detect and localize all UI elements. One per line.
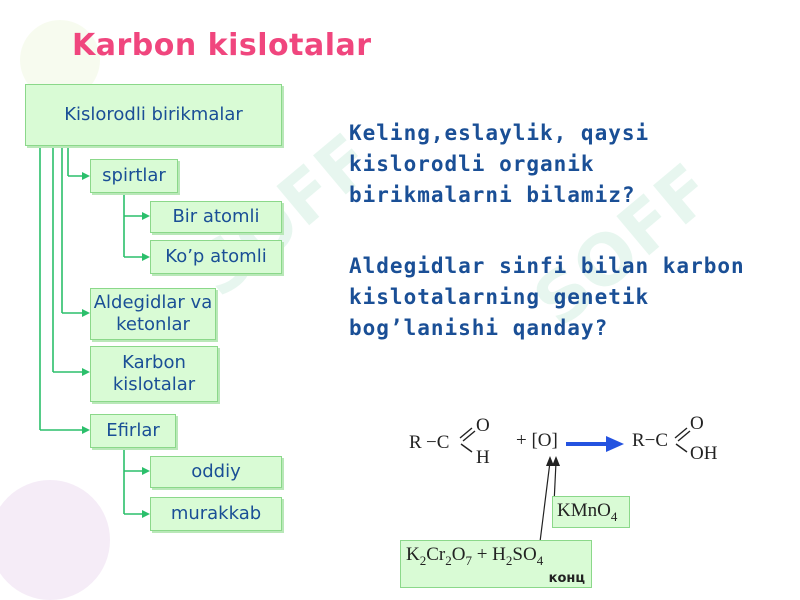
tree-bir-atomli-box: Bir atomli [150, 201, 282, 233]
sulfuric-so: SO [512, 544, 537, 565]
dichromate-k-sub: 2 [419, 553, 427, 568]
konc-label: конц [548, 571, 585, 586]
question-1: Keling,eslaylik, qaysi kislorodli organi… [349, 118, 649, 211]
reagent-kmno4-box: KMnO4 [552, 496, 630, 528]
tree-kop-atomli-box: Ko’p atomli [150, 240, 282, 274]
reaction-left-r: R [409, 432, 422, 453]
dichromate-o-sub: 7 [465, 553, 472, 568]
reaction-aldehyde-o: O [476, 415, 490, 436]
reaction-oxidant: + [O] [516, 430, 558, 451]
tree-connectors [39, 148, 150, 518]
reaction-left-c: −C [426, 432, 450, 453]
dichromate-cr-sub: 2 [445, 553, 452, 568]
question-1-line: kislorodli organik [349, 152, 595, 176]
reaction-product-o: O [690, 413, 704, 434]
dichromate-k: K [406, 544, 420, 565]
question-1-line: birikmalarni bilamiz? [349, 183, 636, 207]
reaction-arrow-icon [566, 436, 624, 452]
reaction-product-rc: R−C [632, 430, 669, 451]
tree-aldegidlar-box: Aldegidlar va ketonlar [90, 288, 216, 340]
question-2-line: kislotalarning genetik [349, 285, 650, 309]
sulfuric-h-sub: 2 [505, 553, 513, 568]
reagent-kmno4-sub: 4 [610, 509, 618, 524]
dichromate-cr: Cr [426, 544, 446, 565]
tree-oddiy-box: oddiy [150, 456, 282, 488]
page-title: Karbon kislotalar [72, 28, 372, 63]
tree-efirlar-box: Efirlar [90, 414, 176, 448]
reagent-kmno4: KMnO [557, 500, 611, 521]
sulfuric-h: + H [471, 544, 506, 565]
tree-spirtlar-box: spirtlar [90, 159, 178, 193]
tree-root-box: Kislorodli birikmalar [25, 84, 282, 146]
reaction-product-oh: OH [690, 443, 718, 464]
reagent-dichromate-box: K2Cr2O7 + H2SO4 конц [400, 540, 592, 588]
reaction-bonds [459, 427, 691, 453]
question-2: Aldegidlar sinfi bilan karbon kislotalar… [349, 251, 745, 344]
question-1-line: Keling,eslaylik, qaysi [349, 121, 650, 145]
tree-karbon-box: Karbon kislotalar [90, 346, 218, 402]
reaction-aldehyde-h: H [476, 447, 490, 468]
dichromate-o: O [451, 544, 466, 565]
question-2-line: Aldegidlar sinfi bilan karbon [349, 254, 745, 278]
question-2-line: bog’lanishi qanday? [349, 316, 609, 340]
sulfuric-so-sub: 4 [536, 553, 544, 568]
tree-murakkab-box: murakkab [150, 497, 282, 531]
